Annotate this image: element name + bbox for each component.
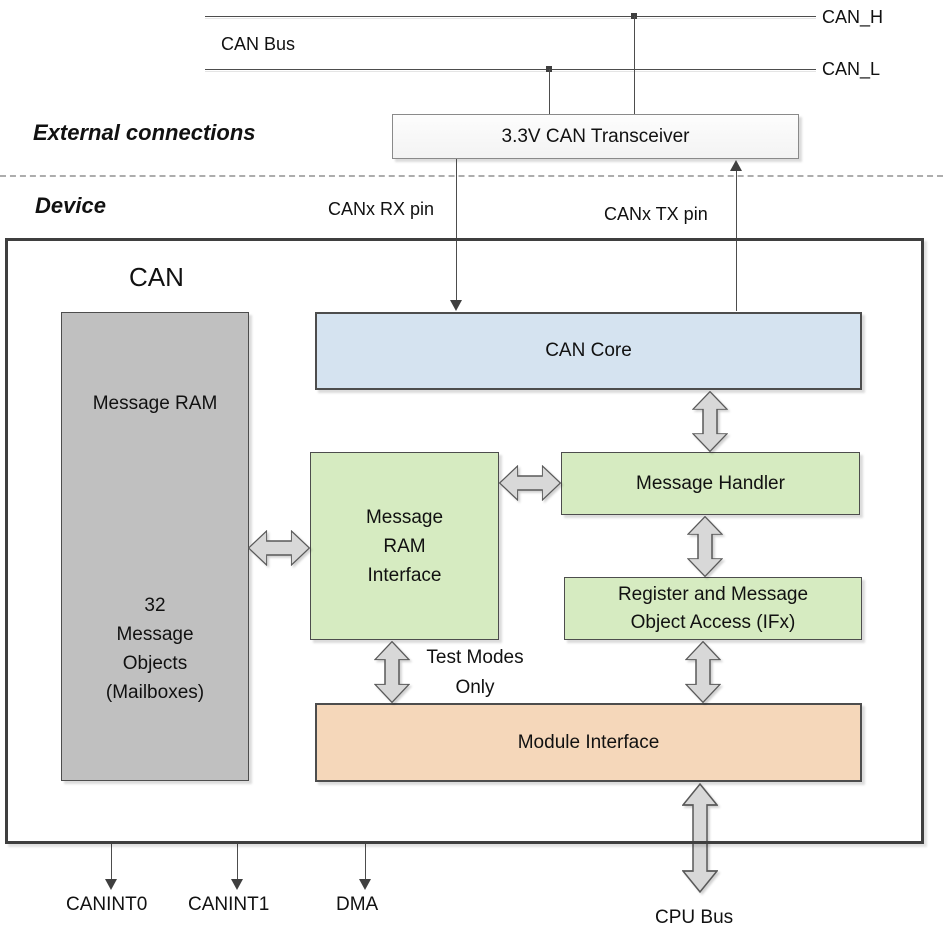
rx-connection-line xyxy=(456,159,457,302)
external-device-separator xyxy=(0,175,943,177)
canint0-arrowhead-icon xyxy=(105,879,117,890)
can-transceiver-label: 3.3V CAN Transceiver xyxy=(501,125,690,147)
dma-line xyxy=(365,844,366,880)
dma-label: DMA xyxy=(336,894,379,915)
tx-arrowhead-icon xyxy=(730,160,742,171)
canint0-label: CANINT0 xyxy=(66,894,148,915)
register-to-module-arrow-icon xyxy=(685,641,721,703)
message-handler-label: Message Handler xyxy=(636,472,785,494)
mailboxes-line-2: Message xyxy=(116,624,194,645)
test-modes-note: Test Modes Only xyxy=(408,643,542,703)
canint1-line xyxy=(237,844,238,880)
mri-line-2: RAM xyxy=(383,535,426,557)
message-handler-box: Message Handler xyxy=(561,452,860,515)
module-interface-box: Module Interface xyxy=(315,703,862,782)
mailboxes-line-3: Objects xyxy=(122,653,188,674)
mailboxes-line-4: (Mailboxes) xyxy=(105,682,205,703)
device-label: Device xyxy=(35,193,106,218)
core-to-handler-arrow-icon xyxy=(692,391,728,452)
canint1-label: CANINT1 xyxy=(188,894,270,915)
mri-line-3: Interface xyxy=(367,564,442,586)
can-l-stub-line xyxy=(549,69,550,114)
message-ram-mailboxes-text: 32 Message Objects (Mailboxes) xyxy=(62,591,248,707)
can-core-label: CAN Core xyxy=(545,340,632,361)
register-access-line-1: Register and Message xyxy=(617,583,809,605)
dma-arrowhead-icon xyxy=(359,879,371,890)
can-bus-label: CAN Bus xyxy=(221,34,296,54)
message-ram-interface-box: Message RAM Interface xyxy=(310,452,499,640)
test-modes-line-2: Only xyxy=(455,677,495,698)
mri-line-1: Message xyxy=(365,506,444,528)
message-ram-label: Message RAM xyxy=(92,393,218,414)
ram-to-interface-arrow-icon xyxy=(248,530,310,566)
register-object-access-box: Register and Message Object Access (IFx) xyxy=(564,577,862,640)
interface-to-handler-arrow-icon xyxy=(499,465,561,501)
canint0-line xyxy=(111,844,112,880)
can-module-title: CAN xyxy=(129,262,184,292)
register-access-line-2: Object Access (IFx) xyxy=(630,611,796,633)
message-ram-box: Message RAM 32 Message Objects (Mailboxe… xyxy=(61,312,249,781)
can-core-box: CAN Core xyxy=(315,312,862,390)
tx-connection-line xyxy=(736,170,737,311)
test-modes-line-1: Test Modes xyxy=(426,647,524,668)
can-l-bus-line xyxy=(205,69,816,70)
can-h-stub-line xyxy=(634,16,635,114)
can-l-label: CAN_L xyxy=(822,59,881,79)
rx-arrowhead-icon xyxy=(450,300,462,311)
can-h-label: CAN_H xyxy=(822,7,884,27)
cpu-bus-label: CPU Bus xyxy=(655,907,734,928)
interface-to-module-arrow-icon xyxy=(374,641,410,703)
tx-pin-label: CANx TX pin xyxy=(604,204,708,224)
canint1-arrowhead-icon xyxy=(231,879,243,890)
external-connections-label: External connections xyxy=(33,120,256,145)
can-h-bus-line xyxy=(205,16,816,17)
can-transceiver-box: 3.3V CAN Transceiver xyxy=(392,114,799,159)
module-interface-label: Module Interface xyxy=(517,731,660,753)
handler-to-register-arrow-icon xyxy=(687,516,723,577)
rx-pin-label: CANx RX pin xyxy=(328,199,435,219)
mailboxes-line-1: 32 xyxy=(144,595,166,616)
cpu-bus-arrow-icon xyxy=(682,783,718,893)
